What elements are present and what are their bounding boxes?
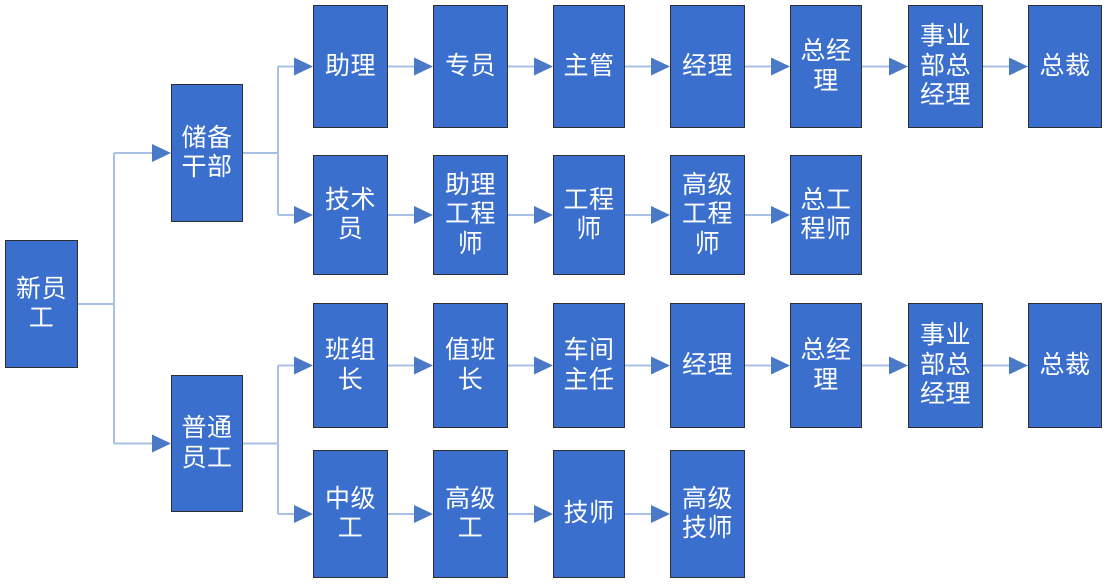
node-label: 新员工 (15, 274, 67, 333)
node-management-track-step-3[interactable]: 主管 (553, 5, 625, 128)
node-label: 专员 (444, 51, 496, 80)
arrow-head-icon (1009, 356, 1028, 375)
node-technician-track-step-2[interactable]: 高级工 (433, 450, 508, 578)
node-label: 总裁 (1039, 51, 1091, 80)
node-label: 总经理 (800, 336, 852, 394)
arrow-head-icon (651, 505, 670, 523)
node-new-employee[interactable]: 新员工 (5, 240, 78, 368)
arrow-head-icon (152, 434, 171, 453)
node-management-track-step-1[interactable]: 助理 (313, 5, 388, 128)
node-engineer-track-step-5[interactable]: 总工程师 (790, 155, 862, 275)
node-management-track-step-7[interactable]: 总裁 (1028, 5, 1102, 128)
node-management-track-step-4[interactable]: 经理 (670, 5, 745, 128)
node-production-track-step-1[interactable]: 班组长 (313, 303, 388, 428)
node-label: 普通员工 (181, 414, 233, 472)
node-production-track-step-5[interactable]: 总经理 (790, 303, 862, 428)
node-engineer-track-step-3[interactable]: 工程师 (553, 155, 625, 275)
node-technician-track-step-4[interactable]: 高级技师 (670, 450, 745, 578)
arrow-head-icon (294, 206, 313, 224)
node-label: 助理工程师 (444, 170, 496, 258)
node-label: 助理 (324, 51, 376, 80)
node-technician-track-step-1[interactable]: 中级工 (313, 450, 388, 578)
arrow-head-icon (294, 57, 313, 76)
node-label: 经理 (681, 51, 733, 80)
node-label: 车间主任 (563, 336, 615, 394)
node-management-track-step-6[interactable]: 事业部总经理 (908, 5, 983, 128)
node-general-staff[interactable]: 普通员工 (171, 375, 243, 512)
node-label: 技术员 (324, 185, 376, 244)
arrow-head-icon (771, 57, 790, 76)
node-engineer-track-step-2[interactable]: 助理工程师 (433, 155, 508, 275)
arrow-head-icon (294, 505, 313, 523)
arrow-head-icon (889, 57, 908, 76)
arrow-head-icon (534, 57, 553, 76)
node-label: 事业部总经理 (919, 321, 971, 409)
arrow-head-icon (414, 356, 433, 375)
node-engineer-track-step-4[interactable]: 高级工程师 (670, 155, 745, 275)
node-label: 总工程师 (800, 185, 852, 244)
node-label: 中级工 (324, 484, 376, 543)
node-production-track-step-4[interactable]: 经理 (670, 303, 745, 428)
node-label: 储备干部 (181, 123, 233, 182)
node-label: 总裁 (1039, 350, 1091, 379)
node-management-track-step-5[interactable]: 总经理 (790, 5, 862, 128)
node-label: 事业部总经理 (919, 22, 971, 110)
node-management-track-step-2[interactable]: 专员 (433, 5, 508, 128)
node-production-track-step-3[interactable]: 车间主任 (553, 303, 625, 428)
node-engineer-track-step-1[interactable]: 技术员 (313, 155, 388, 275)
arrow-head-icon (534, 356, 553, 375)
node-production-track-step-7[interactable]: 总裁 (1028, 303, 1102, 428)
node-technician-track-step-3[interactable]: 技师 (553, 450, 625, 578)
arrow-head-icon (889, 356, 908, 375)
node-label: 经理 (681, 350, 733, 379)
node-label: 值班长 (444, 336, 496, 394)
arrow-head-icon (651, 57, 670, 76)
arrow-head-icon (414, 206, 433, 224)
node-reserve-cadre[interactable]: 储备干部 (171, 84, 243, 222)
node-production-track-step-2[interactable]: 值班长 (433, 303, 508, 428)
node-label: 班组长 (324, 336, 376, 394)
node-label: 高级工程师 (681, 170, 733, 258)
node-label: 技师 (563, 499, 615, 528)
arrow-head-icon (152, 144, 171, 162)
arrow-head-icon (651, 356, 670, 375)
arrow-head-icon (294, 356, 313, 375)
node-label: 高级技师 (681, 484, 733, 543)
arrow-head-icon (771, 206, 790, 224)
arrow-head-icon (534, 505, 553, 523)
arrow-head-icon (534, 206, 553, 224)
node-production-track-step-6[interactable]: 事业部总经理 (908, 303, 983, 428)
node-label: 工程师 (563, 185, 615, 244)
node-label: 高级工 (444, 484, 496, 543)
arrow-head-icon (651, 206, 670, 224)
arrow-head-icon (414, 505, 433, 523)
arrow-head-icon (771, 356, 790, 375)
node-label: 总经理 (800, 37, 852, 95)
arrow-head-icon (414, 57, 433, 76)
node-label: 主管 (563, 51, 615, 80)
arrow-head-icon (1009, 57, 1028, 76)
